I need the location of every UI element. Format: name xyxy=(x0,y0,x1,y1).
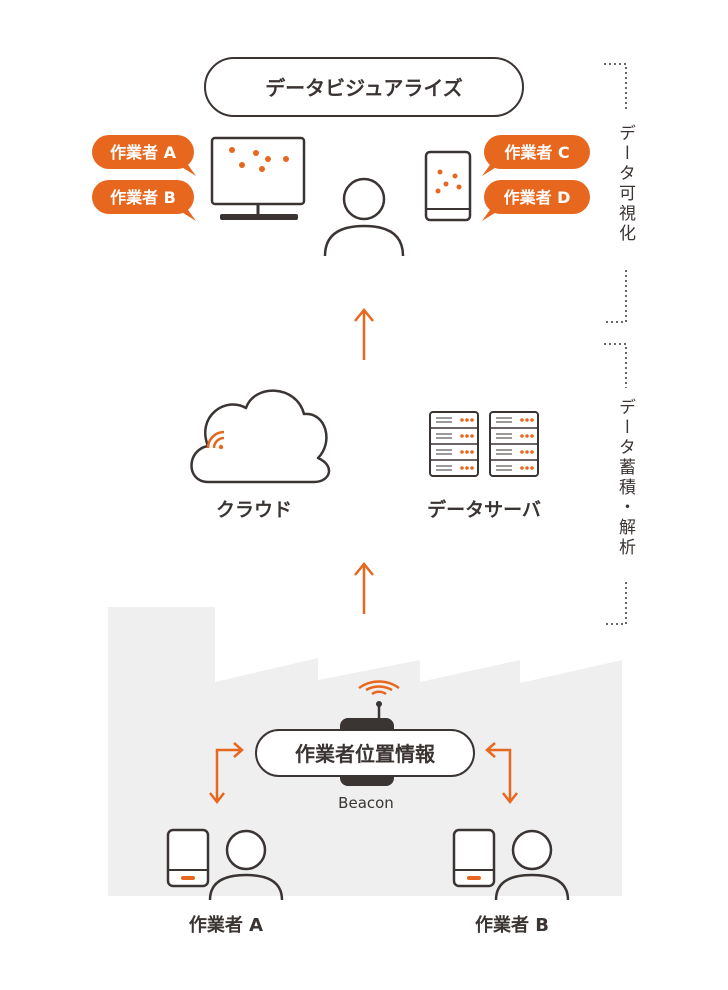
worker-a-label: 作業者 A xyxy=(189,914,263,936)
left-connector-arrow xyxy=(209,742,244,805)
info-pill: 作業者位置情報 xyxy=(255,729,475,777)
cloud-label: クラウド xyxy=(216,499,292,521)
arrow-up-icon xyxy=(354,308,374,360)
beacon-label: Beacon xyxy=(338,794,394,812)
worker-a-phone-icon xyxy=(166,828,210,888)
server-icon xyxy=(429,411,539,477)
bubble-worker-a-top: 作業者 A xyxy=(92,135,196,176)
beacon-signal-icon xyxy=(358,680,400,720)
visualize-pill: データビジュアライズ xyxy=(204,57,524,117)
info-label: 作業者位置情報 xyxy=(295,742,436,766)
bubble-label: 作業者 C xyxy=(504,143,569,162)
bubble-worker-b-top: 作業者 B xyxy=(92,180,196,221)
worker-b-phone-icon xyxy=(452,828,496,888)
bubble-label: 作業者 A xyxy=(110,143,177,162)
stage-bracket-visualize xyxy=(604,63,627,323)
worker-a-person-icon xyxy=(208,829,284,901)
stage-label-visualize: データ可視化 xyxy=(615,124,635,244)
visualize-title: データビジュアライズ xyxy=(265,76,463,100)
cloud-icon xyxy=(190,389,331,484)
right-connector-arrow xyxy=(485,742,518,805)
bubble-worker-c: 作業者 C xyxy=(482,135,590,176)
server-label: データサーバ xyxy=(427,498,541,521)
bubble-worker-d: 作業者 D xyxy=(482,180,590,221)
arrow-up-icon xyxy=(354,562,374,614)
stage-label-analyze: データ蓄積・解析 xyxy=(615,398,635,558)
tablet-icon xyxy=(424,150,472,222)
worker-b-person-icon xyxy=(494,829,570,901)
stage-bracket-analyze xyxy=(604,343,627,625)
viewer-person-icon xyxy=(323,177,405,257)
monitor-icon xyxy=(210,136,306,220)
worker-b-label: 作業者 B xyxy=(475,914,549,936)
bubble-label: 作業者 B xyxy=(110,188,176,207)
bubble-label: 作業者 D xyxy=(504,188,571,207)
